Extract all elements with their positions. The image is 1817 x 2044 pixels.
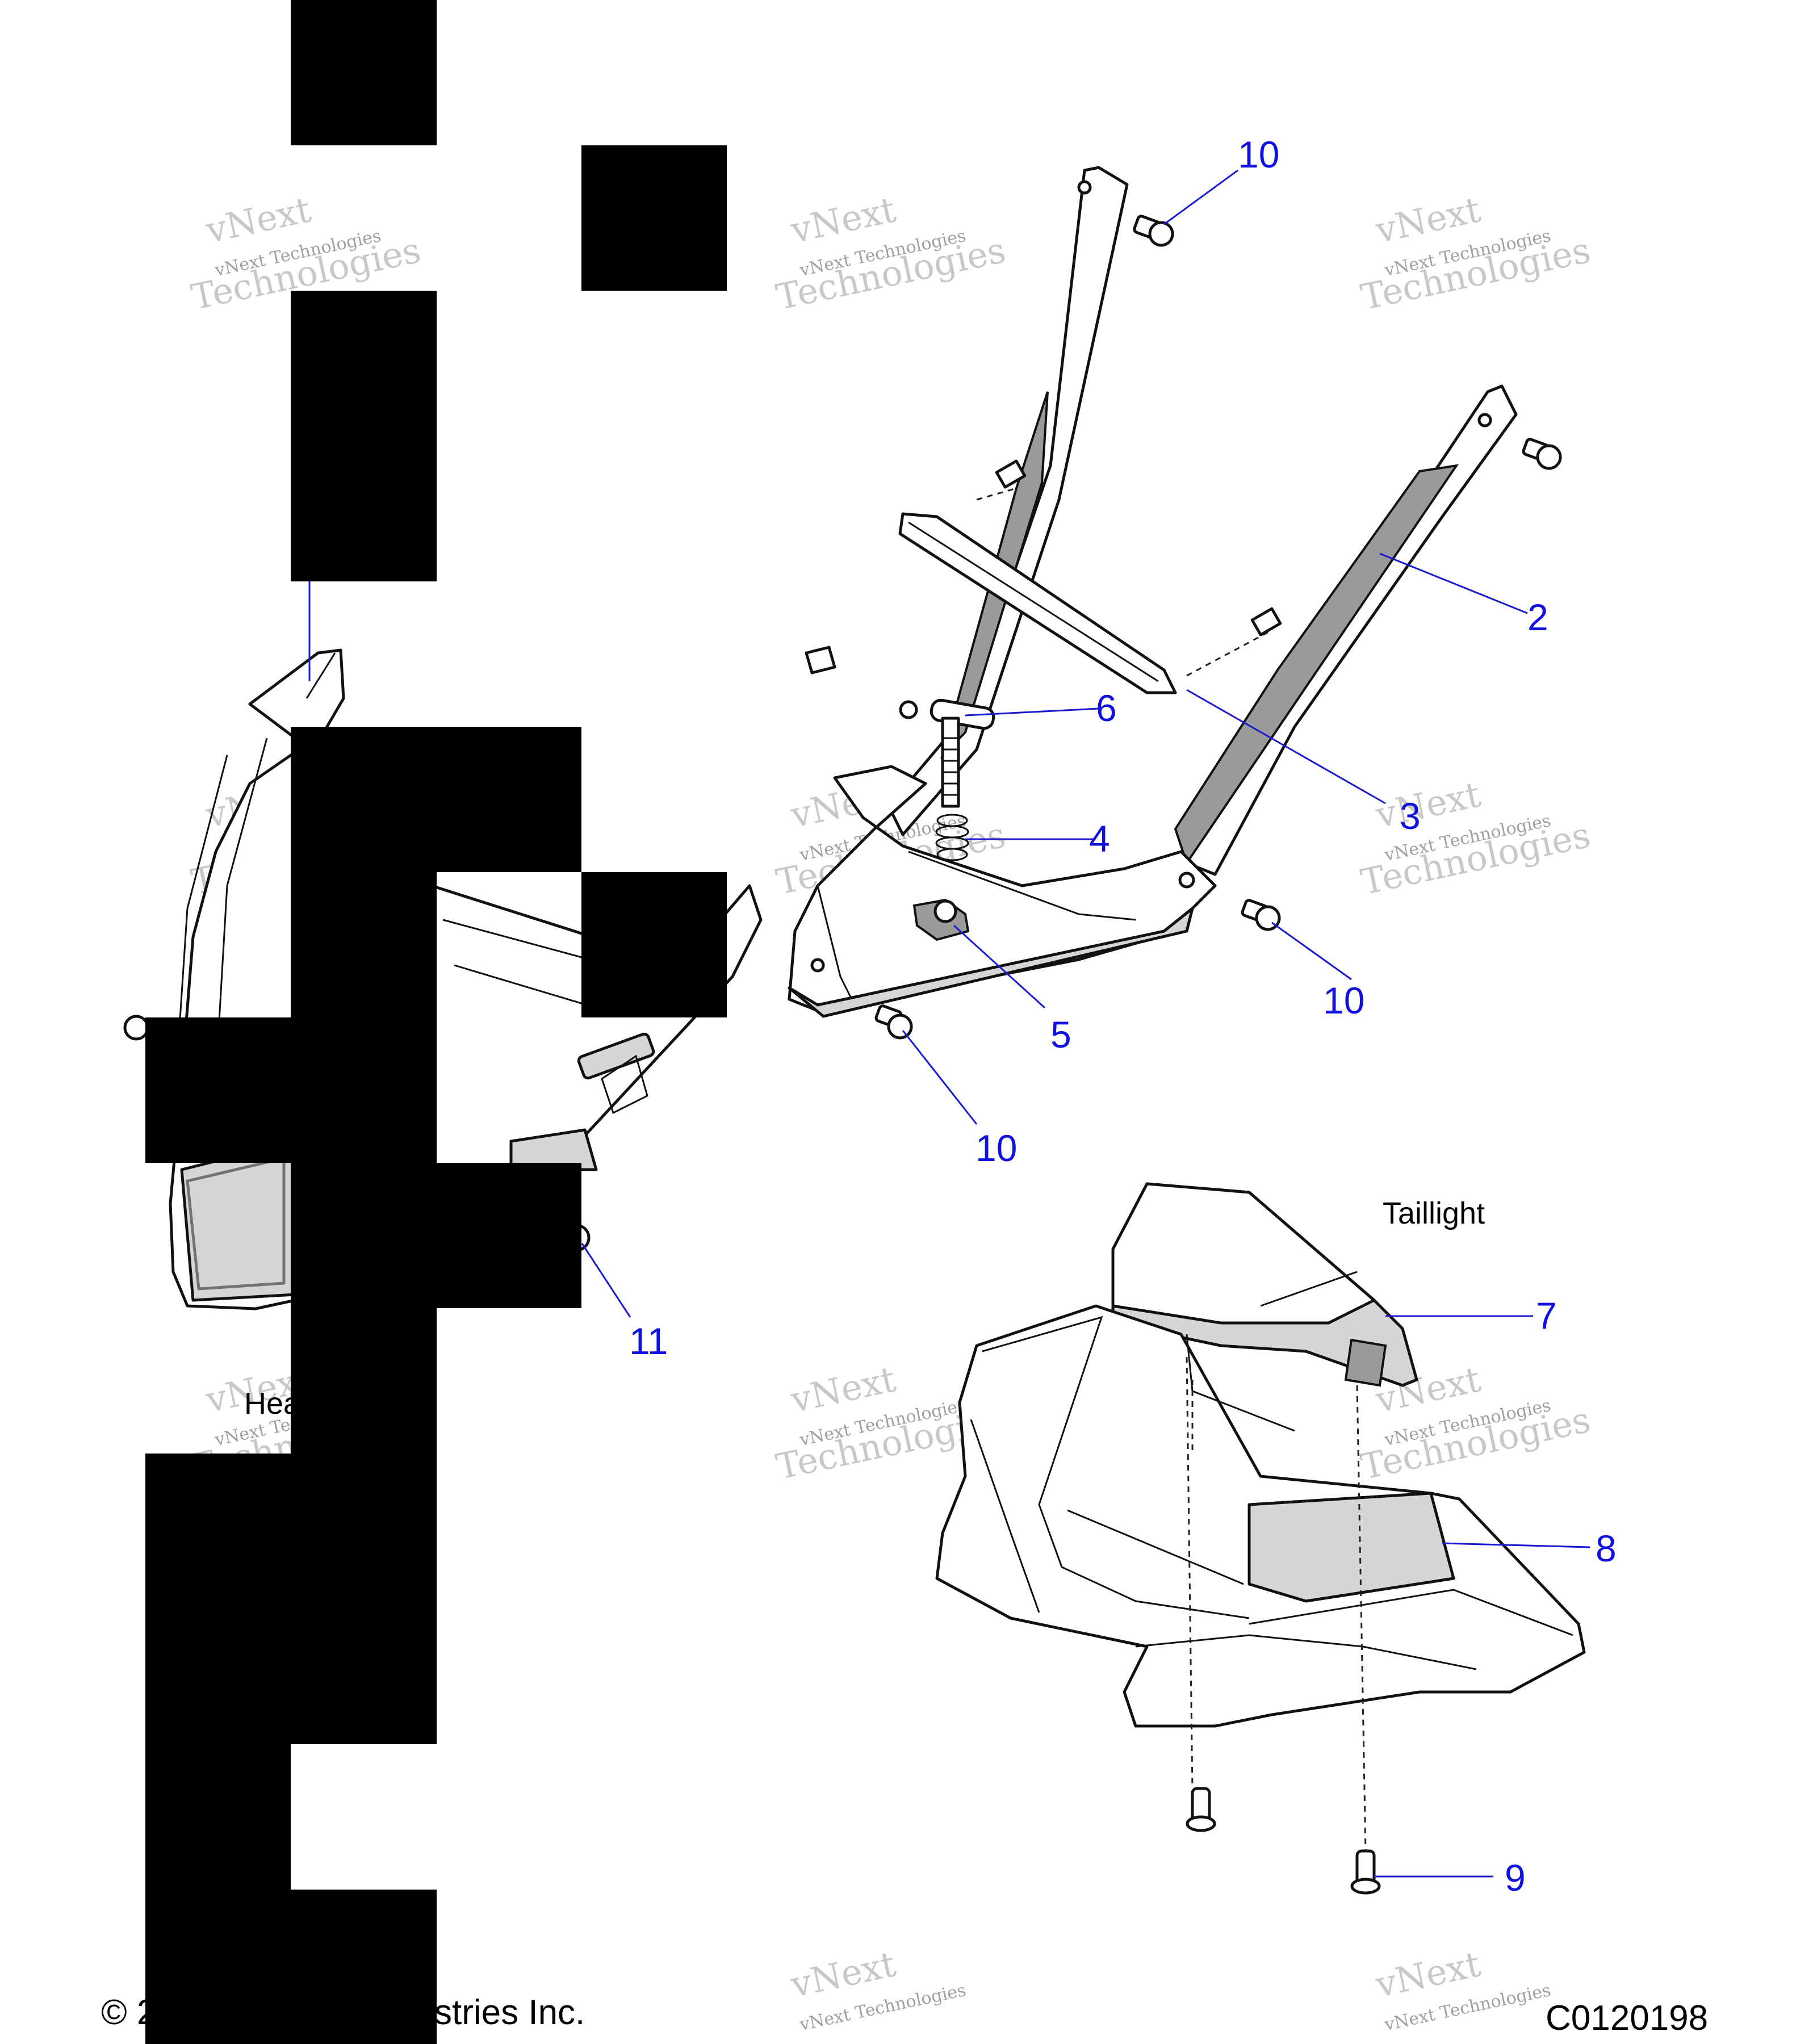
headlight-bracket-frame	[788, 166, 1518, 1018]
taillight-caption: Taillight	[1383, 1196, 1485, 1230]
leader-line	[965, 707, 1099, 717]
redaction-block	[145, 1744, 291, 2044]
svg-text:vNext: vNext	[1372, 1943, 1484, 2005]
callout-9: 9	[1505, 1857, 1526, 1899]
redaction-block	[145, 1017, 437, 1163]
redaction-block	[581, 145, 727, 291]
watermark: vNext vNext Technologies Technologies	[1358, 189, 1594, 318]
diagram-code: C0120198	[1546, 1999, 1708, 2038]
watermark: vNext vNext Technologies	[787, 1943, 968, 2035]
redaction-blocks	[145, 0, 727, 2044]
svg-text:vNext: vNext	[787, 1943, 899, 2005]
redaction-block	[581, 872, 727, 1017]
screw-9-right	[1350, 1849, 1381, 1895]
wing-nut-5	[912, 898, 970, 941]
bolt-right-top	[1522, 438, 1562, 470]
callout-2: 2	[1527, 596, 1548, 638]
callout-6: 6	[1096, 687, 1117, 729]
svg-text:vNext: vNext	[787, 1358, 899, 1421]
watermark: vNext vNext Technologies	[1372, 1943, 1553, 2035]
hardware	[874, 215, 1562, 1895]
leader-line	[1163, 169, 1238, 225]
callout-7: 7	[1536, 1295, 1557, 1337]
callout-8: 8	[1596, 1527, 1617, 1569]
taillight-lens-7	[1111, 1182, 1418, 1387]
redaction-block	[291, 727, 581, 872]
screw-9-left	[1186, 1787, 1216, 1832]
leader-lines	[902, 169, 1590, 1878]
callout-4: 4	[1089, 818, 1110, 860]
redaction-block	[291, 1163, 581, 1308]
leader-line	[953, 924, 1046, 1009]
leader-line	[1186, 689, 1386, 805]
taillight-housing-8	[935, 1304, 1586, 1852]
copyright-end: stries Inc.	[434, 1993, 585, 2032]
callouts: 10 2 6 3 4 10 5 10 7 8 11 9	[629, 133, 1617, 1899]
spring-4	[935, 814, 969, 861]
redaction-block	[291, 291, 437, 581]
leader-line	[1442, 1542, 1590, 1548]
redaction-block	[291, 1890, 437, 2044]
callout-3: 3	[1400, 795, 1421, 837]
svg-text:vNext: vNext	[787, 189, 899, 251]
svg-text:vNext: vNext	[202, 189, 315, 251]
redaction-block	[291, 872, 437, 1017]
leader-line	[1379, 552, 1528, 614]
watermark: vNext vNext Technologies Technologies	[773, 189, 1010, 318]
leader-line	[1271, 922, 1352, 981]
t-bolt-6	[930, 698, 995, 808]
svg-text:vNext: vNext	[1372, 773, 1484, 836]
leader-line	[581, 1243, 631, 1318]
watermark: vNext vNext Technologies Technologies	[1358, 773, 1594, 903]
redaction-block	[145, 1454, 437, 1744]
callout-11: 11	[629, 1320, 668, 1362]
redaction-block	[291, 1308, 437, 1454]
callout-10: 10	[1323, 979, 1364, 1021]
bolt-10-top	[1133, 215, 1174, 247]
bolt-10-right	[1241, 899, 1281, 931]
callout-10: 10	[1238, 133, 1279, 175]
leader-line	[902, 1030, 978, 1125]
svg-text:vNext: vNext	[1372, 189, 1484, 251]
callout-5: 5	[1050, 1013, 1071, 1055]
callout-10: 10	[976, 1127, 1017, 1169]
redaction-block	[291, 0, 437, 145]
bolt-10-lower	[874, 1004, 913, 1040]
